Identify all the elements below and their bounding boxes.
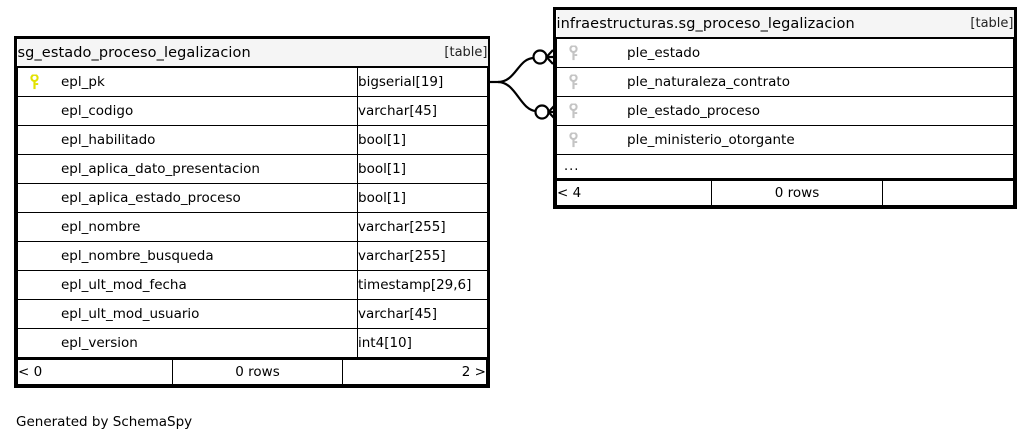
footer-row-count: 0 rows: [172, 358, 343, 385]
column-name-cell: epl_ult_mod_fecha: [17, 270, 358, 300]
footer-next-link[interactable]: 2 >: [342, 358, 487, 385]
column-type: bigserial[19]: [357, 66, 488, 97]
more-columns-row[interactable]: ...: [556, 154, 1014, 179]
table-row[interactable]: epl_nombre_busqueda varchar[255]: [17, 241, 488, 271]
relationship-line-ple-estado-proceso[interactable]: [497, 80, 537, 113]
table-row[interactable]: epl_aplica_dato_presentacion bool[1]: [17, 154, 488, 184]
zero-cardinality-circle: [532, 49, 548, 65]
table-row[interactable]: epl_nombre varchar[255]: [17, 212, 488, 242]
table-row[interactable]: ple_ministerio_otorgante: [556, 125, 1014, 155]
column-name-cell: epl_aplica_dato_presentacion: [17, 154, 358, 184]
column-label: epl_nombre_busqueda: [61, 248, 214, 264]
column-name-cell: ple_estado_proceso: [556, 96, 1014, 126]
column-label: ple_estado: [627, 45, 701, 61]
foreign-key-icon: [569, 74, 578, 90]
entity-table-infraestructuras-sg-proceso-legalizacion[interactable]: infraestructuras.sg_proceso_legalizacion…: [553, 7, 1017, 209]
table-row[interactable]: epl_ult_mod_usuario varchar[45]: [17, 299, 488, 329]
column-name-cell: ple_naturaleza_contrato: [556, 67, 1014, 97]
column-name-cell: epl_codigo: [17, 96, 358, 126]
column-label: ple_naturaleza_contrato: [627, 74, 790, 90]
foreign-key-icon: [569, 132, 578, 148]
column-type: int4[10]: [357, 328, 488, 358]
table-row[interactable]: epl_codigo varchar[45]: [17, 96, 488, 126]
footer-next-link[interactable]: [882, 179, 1014, 206]
entity-footer: < 4 0 rows: [556, 179, 1014, 206]
ellipsis-label: ...: [556, 154, 1014, 179]
column-type: varchar[255]: [357, 241, 488, 271]
column-name-cell: epl_pk: [17, 66, 358, 97]
column-label: epl_version: [61, 335, 138, 351]
entity-table-sg-estado-proceso-legalizacion[interactable]: sg_estado_proceso_legalizacion [table] e…: [14, 36, 490, 388]
column-name-cell: epl_version: [17, 328, 358, 358]
column-label: epl_pk: [61, 74, 105, 90]
entity-title: sg_estado_proceso_legalizacion: [17, 39, 358, 68]
primary-key-icon: [30, 74, 39, 90]
foreign-key-icon: [569, 45, 578, 61]
relationship-line-ple-estado[interactable]: [497, 56, 535, 84]
entity-grid: infraestructuras.sg_proceso_legalizacion…: [556, 10, 1014, 179]
column-label: ple_estado_proceso: [627, 103, 760, 119]
column-label: epl_ult_mod_fecha: [61, 277, 187, 293]
column-type: varchar[45]: [357, 299, 488, 329]
footer-prev-link[interactable]: < 0: [17, 358, 173, 385]
table-row[interactable]: ple_naturaleza_contrato: [556, 67, 1014, 97]
column-name-cell: epl_aplica_estado_proceso: [17, 183, 358, 213]
entity-title-row: sg_estado_proceso_legalizacion [table]: [17, 39, 488, 68]
column-type: timestamp[29,6]: [357, 270, 488, 300]
column-label: epl_nombre: [61, 219, 141, 235]
foreign-key-icon: [569, 103, 578, 119]
column-label: epl_aplica_estado_proceso: [61, 190, 241, 206]
generated-by-caption: Generated by SchemaSpy: [16, 414, 193, 430]
footer-prev-link[interactable]: < 4: [556, 179, 712, 206]
zero-cardinality-circle: [534, 104, 550, 120]
column-label: epl_codigo: [61, 103, 134, 119]
footer-row: < 0 0 rows 2 >: [17, 358, 487, 385]
table-row[interactable]: ple_estado: [556, 37, 1014, 68]
table-row[interactable]: epl_ult_mod_fecha timestamp[29,6]: [17, 270, 488, 300]
column-name-cell: epl_nombre: [17, 212, 358, 242]
column-type: bool[1]: [357, 125, 488, 155]
footer-row-count: 0 rows: [711, 179, 883, 206]
entity-title-row: infraestructuras.sg_proceso_legalizacion…: [556, 10, 1014, 39]
column-name-cell: epl_ult_mod_usuario: [17, 299, 358, 329]
column-name-cell: ple_estado: [556, 37, 1014, 68]
column-name-cell: epl_habilitado: [17, 125, 358, 155]
column-type: bool[1]: [357, 154, 488, 184]
footer-row: < 4 0 rows: [556, 179, 1014, 206]
table-row[interactable]: epl_pk bigserial[19]: [17, 66, 488, 97]
column-label: epl_aplica_dato_presentacion: [61, 161, 260, 177]
entity-title: infraestructuras.sg_proceso_legalizacion: [556, 10, 887, 39]
column-name-cell: ple_ministerio_otorgante: [556, 125, 1014, 155]
column-label: epl_habilitado: [61, 132, 156, 148]
entity-grid: sg_estado_proceso_legalizacion [table] e…: [17, 39, 488, 358]
entity-type-tag: [table]: [357, 39, 488, 68]
column-type: varchar[45]: [357, 96, 488, 126]
column-label: epl_ult_mod_usuario: [61, 306, 200, 322]
column-label: ple_ministerio_otorgante: [627, 132, 795, 148]
table-row[interactable]: epl_aplica_estado_proceso bool[1]: [17, 183, 488, 213]
table-row[interactable]: epl_version int4[10]: [17, 328, 488, 358]
column-name-cell: epl_nombre_busqueda: [17, 241, 358, 271]
entity-type-tag: [table]: [886, 10, 1014, 39]
table-row[interactable]: ple_estado_proceso: [556, 96, 1014, 126]
table-row[interactable]: epl_habilitado bool[1]: [17, 125, 488, 155]
column-type: bool[1]: [357, 183, 488, 213]
column-type: varchar[255]: [357, 212, 488, 242]
entity-footer: < 0 0 rows 2 >: [17, 358, 487, 385]
